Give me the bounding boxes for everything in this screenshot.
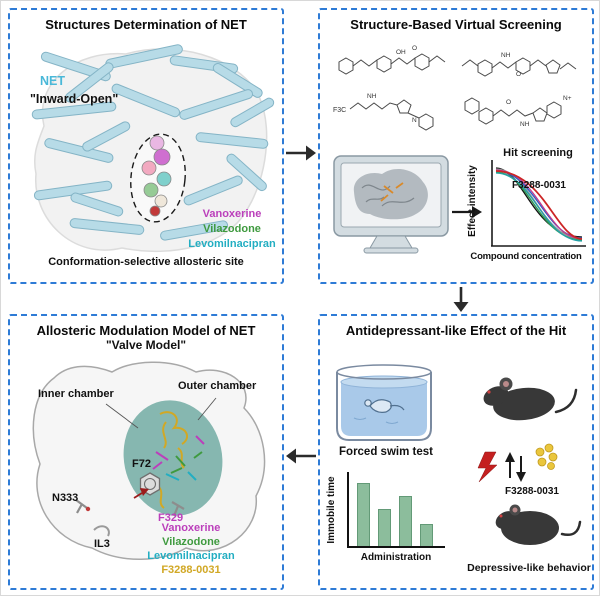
screening-illustration: OH O NH O bbox=[333, 45, 586, 254]
panel-virtual-screening: OH O NH O bbox=[318, 8, 594, 284]
legend-f3288-0031: F3288-0031 bbox=[161, 564, 221, 576]
panel2-title: Structure-Based Virtual Screening bbox=[350, 17, 562, 32]
legend-levomilnacipran: Levomilnacipran bbox=[147, 550, 235, 562]
lightning-icon bbox=[477, 451, 498, 483]
svg-text:O: O bbox=[506, 99, 511, 106]
levomilnacipran-label: Levomilnacipran bbox=[188, 238, 276, 250]
loop-il3-label: IL3 bbox=[94, 538, 110, 550]
valve-arrow-icon bbox=[133, 488, 149, 499]
ligand-spheres bbox=[141, 135, 172, 217]
panel1-title: Structures Determination of NET bbox=[45, 17, 247, 32]
outer-chamber-label: Outer chamber bbox=[178, 380, 257, 392]
vanoxerine-label: Vanoxerine bbox=[202, 208, 262, 220]
molecule-4: O NH N+ bbox=[464, 95, 572, 128]
up-down-arrows-icon bbox=[505, 452, 526, 482]
legend-vanoxerine: Vanoxerine bbox=[161, 522, 221, 534]
residue-f329-label: F329 bbox=[158, 512, 184, 524]
svg-text:N: N bbox=[412, 117, 417, 124]
swim-beaker bbox=[336, 364, 432, 441]
f329-sticks bbox=[171, 501, 185, 517]
swimming-mouse bbox=[364, 399, 405, 413]
il3-loop bbox=[93, 525, 110, 537]
immobile-time-bars bbox=[347, 472, 445, 548]
administration-axis-label: Administration bbox=[360, 552, 432, 563]
compound-pellets-icon bbox=[535, 443, 558, 470]
vilazodone-label: Vilazodone bbox=[203, 223, 261, 235]
svg-text:NH: NH bbox=[367, 93, 377, 100]
hit-compound-label: F3288-0031 bbox=[512, 180, 566, 191]
svg-text:O: O bbox=[516, 71, 521, 78]
allosteric-site-caption: Conformation-selective allosteric site bbox=[48, 256, 244, 268]
panel4-title: Antidepressant-like Effect of the Hit bbox=[345, 323, 567, 338]
chemical-structures: OH O NH O bbox=[333, 45, 577, 131]
arrow-left-icon bbox=[286, 448, 316, 464]
net-label: NET bbox=[40, 74, 65, 88]
svg-text:NH: NH bbox=[501, 52, 511, 59]
net-structure-illustration bbox=[31, 44, 275, 253]
molecule-2: NH O bbox=[461, 52, 577, 78]
mouse-depressed bbox=[495, 504, 582, 545]
docked-ligand bbox=[380, 182, 404, 202]
inward-open-label: "Inward-Open" bbox=[30, 92, 119, 106]
panel3-title: Allosteric Modulation Model of NET bbox=[36, 323, 256, 338]
behavior-illustration bbox=[336, 364, 582, 545]
svg-text:NH: NH bbox=[520, 121, 530, 128]
compound-label: F3288-0031 bbox=[505, 486, 559, 497]
svg-text:N+: N+ bbox=[563, 95, 572, 102]
panel-allosteric-model: Allosteric Modulation Model of NET "Valv… bbox=[8, 314, 284, 590]
residue-n333-label: N333 bbox=[52, 492, 79, 504]
inner-chamber-pointer bbox=[105, 403, 139, 429]
valve-model-subtitle: "Valve Model" bbox=[105, 338, 187, 352]
molecule-3: F3C NH N bbox=[333, 93, 434, 131]
docked-protein bbox=[353, 168, 428, 220]
forced-swim-test-label: Forced swim test bbox=[339, 446, 433, 458]
bar bbox=[357, 483, 370, 546]
legend-vilazodone: Vilazodone bbox=[162, 536, 220, 548]
svg-text:OH: OH bbox=[396, 49, 406, 56]
bar bbox=[399, 495, 412, 546]
hit-screening-label: Hit screening bbox=[503, 147, 573, 159]
arrow-down-icon bbox=[453, 287, 469, 312]
outer-chamber-pointer bbox=[197, 397, 217, 421]
dose-response-curves bbox=[495, 167, 583, 242]
arrow-right-icon bbox=[286, 145, 316, 161]
svg-text:F3C: F3C bbox=[333, 107, 346, 114]
n333-sticks bbox=[75, 499, 88, 514]
molecule-1: OH O bbox=[338, 45, 446, 75]
effect-intensity-axis-label: Effect intensity bbox=[467, 165, 478, 237]
dose-response-plot bbox=[491, 160, 586, 247]
mouse-healthy bbox=[483, 377, 578, 421]
compound-concentration-axis-label: Compound concentration bbox=[470, 251, 582, 262]
hit-curve bbox=[495, 170, 583, 240]
bar bbox=[420, 523, 433, 546]
immobile-time-axis-label: Immobile time bbox=[326, 476, 337, 544]
bar bbox=[378, 509, 391, 546]
depressive-behavior-label: Depressive-like behavior bbox=[467, 562, 591, 574]
arrow-right-small-icon bbox=[452, 206, 482, 218]
svg-text:O: O bbox=[412, 45, 417, 52]
valve-model-illustration bbox=[32, 361, 266, 560]
inner-chamber-label: Inner chamber bbox=[38, 388, 114, 400]
residue-f72-label: F72 bbox=[132, 458, 151, 470]
panel-structures-determination: Structures Determination of NET NET "Inw… bbox=[8, 8, 284, 284]
helix-cylinders bbox=[31, 44, 275, 241]
n333-oxygen bbox=[85, 506, 91, 512]
panel-antidepressant-effect: Antidepressant-like Effect of the Hit Fo… bbox=[318, 314, 594, 590]
computer-monitor bbox=[333, 155, 449, 254]
